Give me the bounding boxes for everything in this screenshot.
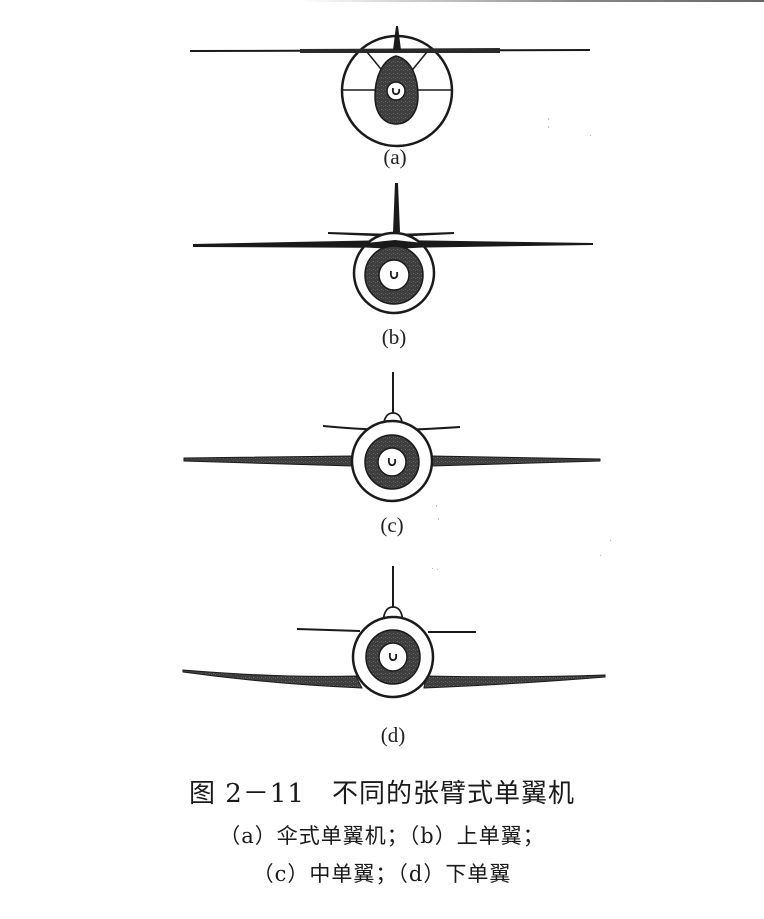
vertical-fin [393,183,400,232]
figure-caption-line-2: （c）中单翼；（d）下单翼 [252,862,512,886]
scan-edge-line [300,0,764,2]
low-wing-left [182,669,363,689]
propeller-hub [377,447,407,477]
horizontal-stabilizer [296,628,476,633]
hub-mark [391,87,401,96]
panel-label-a: (a) [383,145,407,169]
propeller-hub [378,259,410,291]
airplane-d-low-wing [182,566,606,699]
airplane-c-mid-wing [183,372,601,503]
panel-label-c: (c) [380,513,404,537]
figure-caption-line-1: （a）伞式单翼机；（b）上单翼； [219,824,545,848]
panel-label-d: (d) [380,723,406,747]
mid-wing-left [183,455,353,467]
hub-mark [387,457,397,467]
vertical-fin [393,26,401,50]
airplane-b-high-wing [193,183,593,315]
hub-mark [388,652,398,662]
hub-mark [389,270,399,280]
airplane-a-parasol [190,26,590,148]
propeller-hub [386,81,406,101]
monoplane-figure [182,26,611,699]
mid-wing-right [431,455,601,467]
propeller-hub [378,642,408,672]
panel-label-b: (b) [381,325,407,349]
scan-speckles [432,118,611,570]
figure-caption-title: 图 2－11 不同的张臂式单翼机 [189,779,575,809]
parasol-wing-center [300,48,500,53]
high-wing-overlap [356,240,432,249]
low-wing-right [423,674,606,689]
